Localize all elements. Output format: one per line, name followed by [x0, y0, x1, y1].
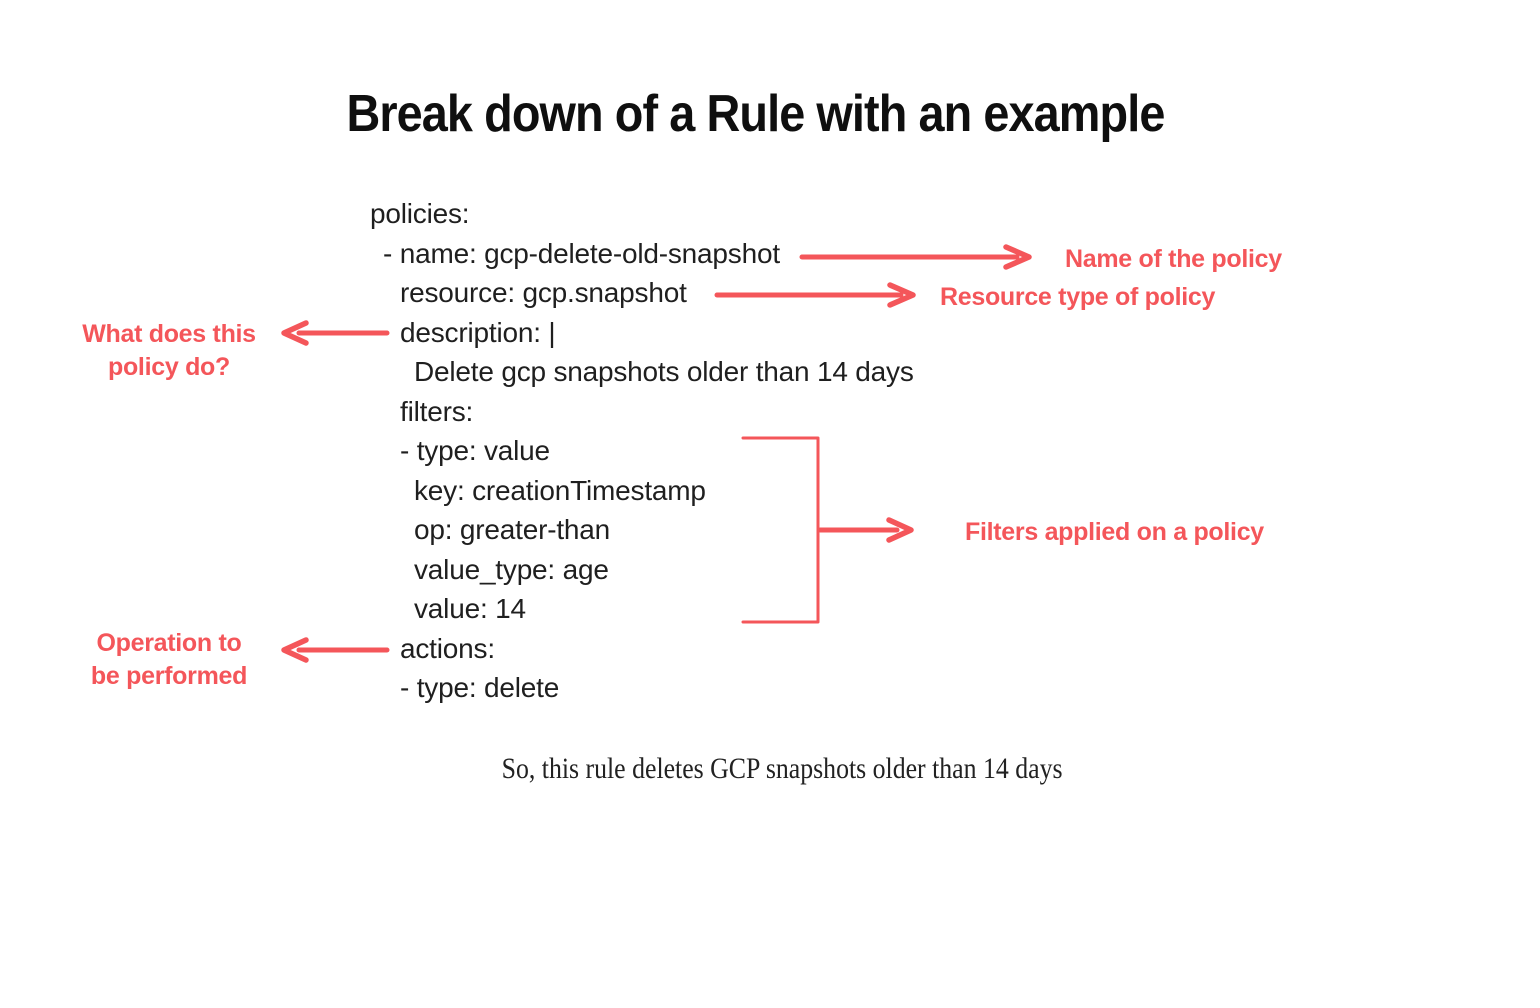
- description-arrow-left-icon: [278, 319, 390, 347]
- code-line: policies:: [370, 198, 470, 229]
- summary-wrap: So, this rule deletes GCP snapshots olde…: [12, 752, 1540, 786]
- page-title: Break down of a Rule with an example: [345, 85, 1165, 143]
- actions-annotation-line1: Operation to: [96, 629, 242, 657]
- code-line: resource: gcp.snapshot: [400, 277, 687, 308]
- code-line: actions:: [400, 632, 495, 664]
- page-title-wrap: Break down of a Rule with an example: [0, 84, 1525, 144]
- code-line: op: greater-than: [414, 514, 611, 545]
- description-annotation-label: What does this policy do?: [44, 318, 294, 384]
- description-annotation-line1: What does this: [82, 320, 256, 348]
- code-line: filters:: [400, 395, 474, 427]
- code-line: Delete gcp snapshots older than 14 days: [414, 356, 914, 387]
- name-annotation-label: Name of the policy: [1065, 245, 1282, 273]
- code-block: policies: - name: gcp-delete-old-snapshot…: [370, 194, 914, 708]
- code-line: key: creationTimestamp: [414, 474, 706, 506]
- actions-annotation-label: Operation to be performed: [44, 627, 294, 693]
- code-line: - type: delete: [400, 672, 560, 703]
- code-line: value: 14: [414, 593, 526, 624]
- name-arrow-right-icon: [799, 243, 1035, 271]
- code-line: value_type: age: [414, 553, 609, 585]
- description-annotation-line2: policy do?: [107, 353, 230, 381]
- actions-annotation-line2: be performed: [90, 662, 248, 690]
- code-line: - name: gcp-delete-old-snapshot: [383, 237, 780, 269]
- filters-bracket-arrow-icon: [740, 428, 920, 632]
- resource-arrow-right-icon: [714, 281, 920, 309]
- code-line: - type: value: [400, 435, 550, 466]
- resource-annotation-label: Resource type of policy: [940, 283, 1216, 311]
- filters-annotation-label: Filters applied on a policy: [965, 518, 1264, 546]
- code-line: description: |: [400, 316, 556, 348]
- summary-text: So, this rule deletes GCP snapshots olde…: [501, 752, 1063, 785]
- actions-arrow-left-icon: [278, 636, 390, 664]
